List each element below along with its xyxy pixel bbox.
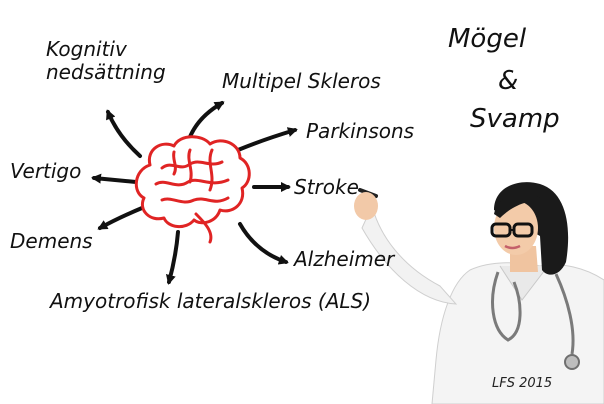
label-demens: Demens [10,229,93,253]
arrow-demens [97,206,144,230]
title-ampersand: & [498,66,519,96]
arrow-als [165,230,180,285]
label-als: Amyotrofisk lateralskleros (ALS) [50,289,372,313]
arrow-kognitiv [106,109,142,158]
arrow-parkinsons [236,127,298,152]
arrow-alzheimer [238,222,289,265]
label-multipel-skleros: Multipel Skleros [222,69,381,93]
arrow-vertigo [91,173,138,184]
label-parkinsons: Parkinsons [306,119,415,143]
title-mogel: Mögel [448,24,527,54]
doctor-figure [354,182,604,404]
label-kognitiv: Kognitiv nedsättning [46,37,166,84]
label-alzheimer: Alzheimer [294,247,395,271]
credit-text: LFS 2015 [492,376,553,391]
title-svamp: Svamp [470,104,560,134]
label-vertigo: Vertigo [10,159,82,183]
label-stroke: Stroke [294,175,359,199]
brain-icon [134,135,251,244]
